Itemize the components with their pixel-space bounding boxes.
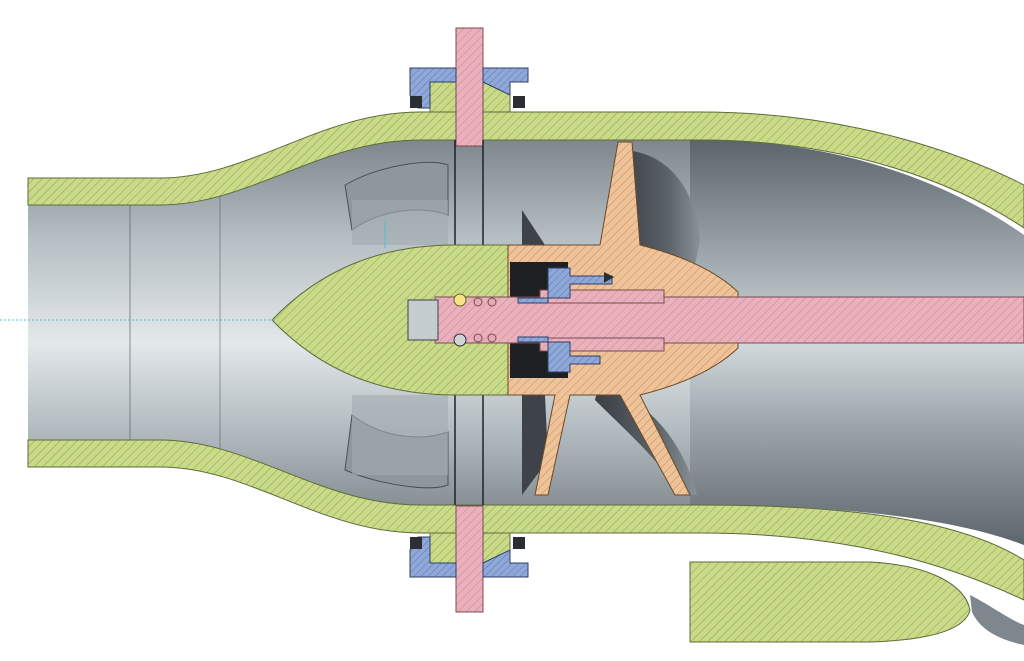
flange-clamps — [409, 67, 529, 578]
nozzle-lip — [689, 561, 1024, 645]
intake-housing — [27, 81, 1024, 601]
drive-shaft — [407, 289, 1024, 352]
bearing-retainer — [517, 267, 614, 373]
stator-vanes — [344, 161, 449, 489]
centerline — [0, 222, 386, 321]
bearings — [453, 293, 497, 347]
flange-bolts — [455, 27, 484, 613]
